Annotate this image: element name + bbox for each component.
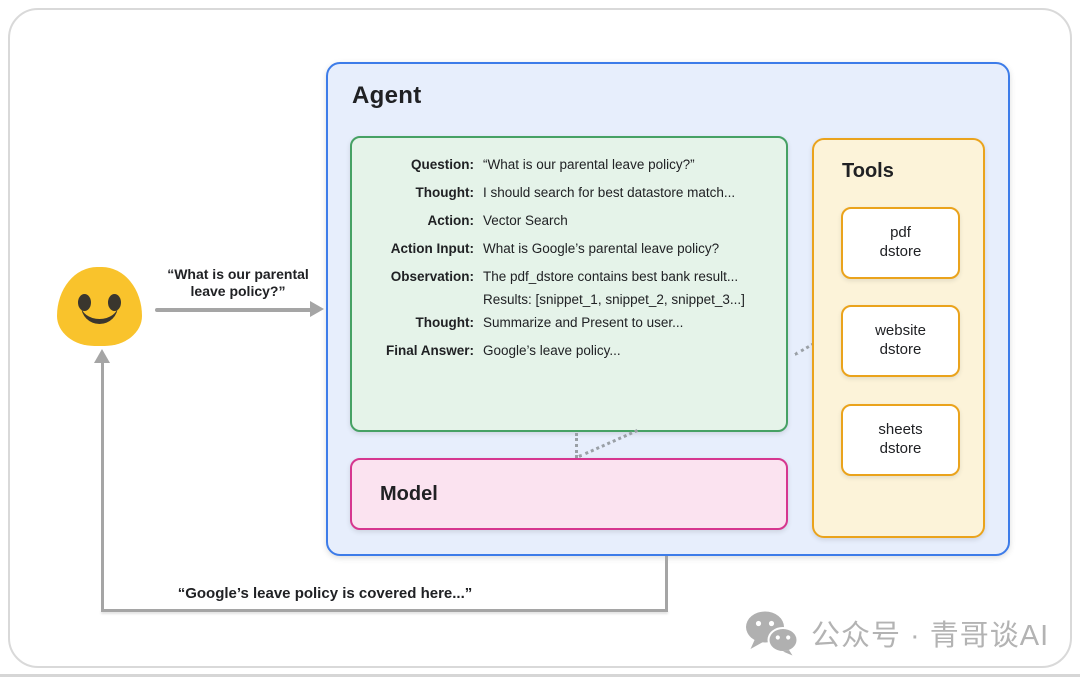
scratchpad-row: Action Input: What is Google’s parental … bbox=[352, 235, 786, 263]
tool-item-label: dstore bbox=[879, 440, 922, 457]
model-title: Model bbox=[380, 482, 438, 505]
scratchpad-row-value: I should search for best datastore match… bbox=[483, 185, 736, 200]
return-line-horizontal bbox=[101, 609, 668, 612]
tool-item-label: pdf bbox=[890, 224, 911, 242]
watermark: 公众号 · 青哥谈AI bbox=[745, 610, 1049, 656]
user-emoji bbox=[57, 267, 142, 346]
tool-item-label: dstore bbox=[879, 341, 922, 358]
return-line-up bbox=[101, 362, 104, 612]
tool-item-label: website bbox=[875, 322, 926, 340]
scratchpad-model-connector-vertical bbox=[575, 433, 578, 458]
tool-item-label: sheets bbox=[878, 421, 923, 439]
agent-title: Agent bbox=[352, 82, 422, 109]
bottom-edge-line bbox=[0, 674, 1080, 677]
scratchpad-row-value: “What is our parental leave policy?” bbox=[483, 157, 695, 172]
tool-item-website-dstore: website dstore bbox=[841, 305, 960, 377]
query-arrow-line bbox=[155, 308, 313, 312]
watermark-text: 公众号 · 青哥谈AI bbox=[811, 620, 1050, 652]
scratchpad-row: Question: “What is our parental leave po… bbox=[352, 151, 786, 179]
scratchpad-row-value: Google’s leave policy... bbox=[483, 343, 621, 358]
scratchpad-row-label: Question: bbox=[411, 157, 474, 172]
wechat-icon bbox=[746, 611, 799, 656]
scratchpad-row-label: Observation: bbox=[390, 269, 474, 284]
scratchpad-row-label: Action Input: bbox=[390, 241, 474, 256]
query-text: “What is our parental leave policy?” bbox=[148, 266, 328, 299]
tool-item-sheets-dstore: sheets dstore bbox=[841, 404, 960, 476]
scratchpad-row-label: Action: bbox=[427, 213, 475, 228]
tool-item-pdf-dstore: pdf dstore bbox=[841, 207, 960, 279]
scratchpad-row-value: Vector Search bbox=[483, 213, 568, 228]
scratchpad-panel: Question: “What is our parental leave po… bbox=[350, 136, 788, 432]
query-text-line2: leave policy?” bbox=[190, 282, 286, 299]
return-line-down bbox=[665, 556, 668, 612]
scratchpad-row-label: Final Answer: bbox=[385, 343, 474, 358]
tools-title: Tools bbox=[842, 160, 894, 182]
scratchpad-row-value-line2: Results: [snippet_1, snippet_2, snippet_… bbox=[483, 292, 745, 307]
scratchpad-row-value: What is Google’s parental leave policy? bbox=[483, 241, 720, 256]
return-arrowhead-icon bbox=[94, 349, 110, 363]
scratchpad-row: Final Answer: Google’s leave policy... bbox=[352, 337, 786, 365]
scratchpad-row-label: Thought: bbox=[415, 315, 474, 330]
response-text: “Google’s leave policy is covered here..… bbox=[177, 585, 473, 602]
scratchpad-row: Action: Vector Search bbox=[352, 207, 786, 235]
scratchpad-row: Observation: The pdf_dstore contains bes… bbox=[352, 263, 786, 309]
scratchpad-row-value: Summarize and Present to user... bbox=[483, 315, 684, 330]
scratchpad-row-value: The pdf_dstore contains best bank result… bbox=[483, 269, 739, 284]
tools-panel: Tools pdf dstore website dstore sheets d… bbox=[812, 138, 985, 538]
scratchpad-row-label: Thought: bbox=[415, 185, 474, 200]
emoji-smile-icon bbox=[81, 305, 118, 324]
scratchpad-row: Thought: I should search for best datast… bbox=[352, 179, 786, 207]
query-text-line1: “What is our parental bbox=[167, 266, 309, 282]
query-arrowhead-icon bbox=[310, 301, 324, 317]
tool-item-label: dstore bbox=[879, 243, 922, 260]
model-panel: Model bbox=[350, 458, 788, 530]
scratchpad-row: Thought: Summarize and Present to user..… bbox=[352, 309, 786, 337]
